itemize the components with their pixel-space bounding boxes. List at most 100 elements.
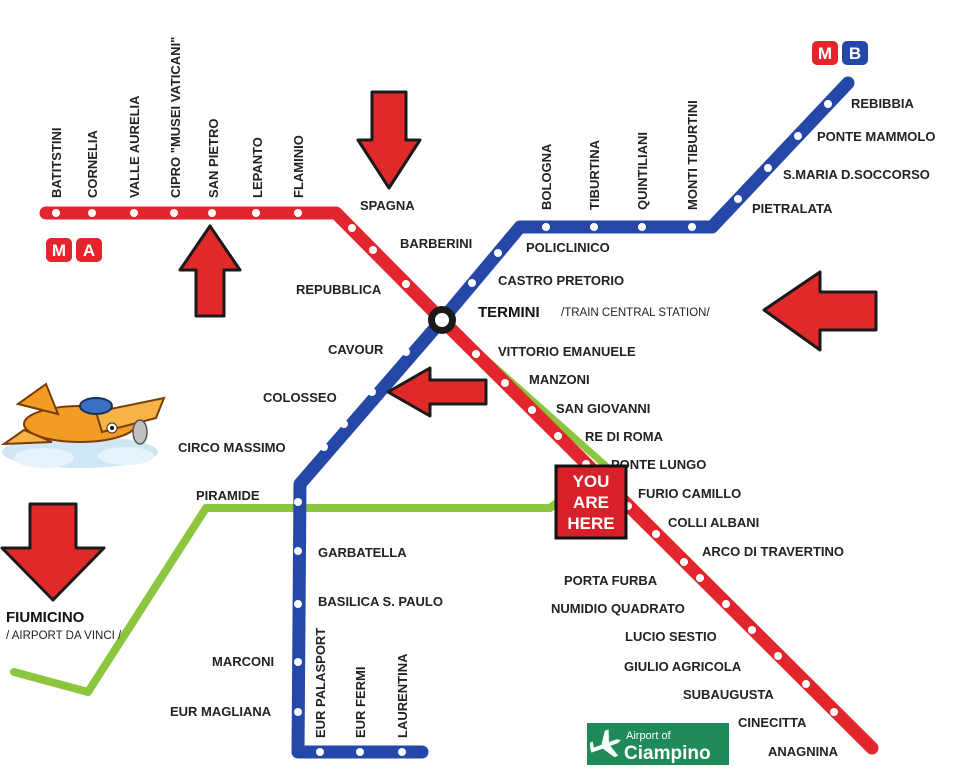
station-label-piramide: PIRAMIDE [196,488,260,503]
station-dot[interactable] [356,748,364,756]
you-are-here-badge: YOU ARE HERE [554,464,628,540]
station-label-cipro: CIPRO "MUSEI VATICANI" [168,37,183,198]
line-b-north-labels: BOLOGNA TIBURTINA QUINTILIANI MONTI TIBU… [539,100,700,210]
station-label-vittorio-emanuele: VITTORIO EMANUELE [498,344,636,359]
station-label-bologna: BOLOGNA [539,143,554,210]
arrow-down-icon [356,90,422,190]
station-label-barberini: BARBERINI [400,236,472,251]
station-dot[interactable] [208,209,216,217]
station-dot[interactable] [340,420,348,428]
station-dot[interactable] [542,223,550,231]
station-dot[interactable] [494,249,502,257]
station-dot[interactable] [130,209,138,217]
line-b-northeast-labels: REBIBBIA PONTE MAMMOLO S.MARIA D.SOCCORS… [752,96,935,216]
station-label-policlinico: POLICLINICO [526,240,610,255]
station-label-manzoni: MANZONI [529,372,590,387]
metro-line-b [291,76,855,759]
station-label-valle-aurelia: VALLE AURELIA [127,95,142,198]
station-dot[interactable] [794,132,802,140]
line-b-terminal-labels: EUR PALASPORT EUR FERMI LAURENTINA [313,628,410,738]
red-arrow-icons [0,90,878,602]
metro-a-logo-m: M [52,241,66,260]
station-dot[interactable] [722,600,730,608]
station-dot[interactable] [402,348,410,356]
metro-a-logo-letter: A [83,241,95,260]
arrow-left-icon [762,270,878,352]
arrow-left-icon [386,366,488,418]
termini-hub-inner [435,313,449,327]
station-dot[interactable] [472,350,480,358]
station-dot[interactable] [554,432,562,440]
station-dot[interactable] [369,246,377,254]
station-dot[interactable] [830,708,838,716]
station-dot[interactable] [348,224,356,232]
station-label-rebibbia: REBIBBIA [851,96,914,111]
station-dot[interactable] [802,680,810,688]
station-dot[interactable] [638,223,646,231]
you-are-here-line2: ARE [573,493,609,512]
station-dot[interactable] [824,100,832,108]
station-dot[interactable] [170,209,178,217]
station-label-eur-magliana: EUR MAGLIANA [170,704,272,719]
station-dot[interactable] [294,600,302,608]
line-b-south-labels: CAVOUR COLOSSEO CIRCO MASSIMO PIRAMIDE G… [170,342,443,719]
station-dot[interactable] [368,388,376,396]
station-dot[interactable] [52,209,60,217]
station-dot[interactable] [294,658,302,666]
station-label-tiburtina: TIBURTINA [587,139,602,210]
metro-b-logo-letter: B [849,44,861,63]
station-dot[interactable] [590,223,598,231]
line-b-south-stops [294,348,410,756]
station-label-termini: TERMINI [478,304,540,321]
station-label-ponte-mammolo: PONTE MAMMOLO [817,129,935,144]
station-label-cinecitta: CINECITTA [738,715,807,730]
you-are-here-line3: HERE [567,514,614,533]
station-label-pietralata: PIETRALATA [752,201,833,216]
station-dot[interactable] [294,708,302,716]
station-label-s-maria-soccorso: S.MARIA D.SOCCORSO [783,167,930,182]
station-label-furio-camillo: FURIO CAMILLO [638,486,741,501]
station-dot[interactable] [680,558,688,566]
station-dot[interactable] [316,748,324,756]
station-dot[interactable] [774,652,782,660]
station-dot[interactable] [528,406,536,414]
station-label-castro-pretorio: CASTRO PRETORIO [498,273,624,288]
station-dot[interactable] [696,574,704,582]
station-dot[interactable] [652,530,660,538]
station-label-flaminio: FLAMINIO [291,135,306,198]
center-labels: SPAGNA BARBERINI REPUBBLICA POLICLINICO … [296,198,710,321]
station-label-ponte-lungo: PONTE LUNGO [611,457,706,472]
station-dot[interactable] [88,209,96,217]
station-dot[interactable] [402,280,410,288]
station-dot[interactable] [294,498,302,506]
line-a-south-stops [472,350,838,716]
station-dot[interactable] [764,164,772,172]
station-dot[interactable] [748,626,756,634]
station-label-repubblica: REPUBBLICA [296,282,382,297]
station-label-spagna: SPAGNA [360,198,415,213]
station-label-arco-di-travertino: ARCO DI TRAVERTINO [702,544,844,559]
station-label-giulio-agricola: GIULIO AGRICOLA [624,659,742,674]
station-dot[interactable] [501,379,509,387]
station-dot[interactable] [294,209,302,217]
station-dot[interactable] [688,223,696,231]
airplane-icon [589,729,621,758]
station-dot[interactable] [252,209,260,217]
station-dot[interactable] [294,547,302,555]
station-label-laurentina: LAURENTINA [395,653,410,738]
station-dot[interactable] [734,195,742,203]
fiumicino-label-group: FIUMICINO / AIRPORT DA VINCI / [6,609,122,642]
station-dot[interactable] [398,748,406,756]
fiumicino-airport-note: / AIRPORT DA VINCI / [6,630,122,642]
station-label-numidio-quadrato: NUMIDIO QUADRATO [551,601,685,616]
station-label-cornelia: CORNELIA [85,130,100,199]
termini-train-station-note: /TRAIN CENTRAL STATION/ [561,307,710,319]
metro-a-logo: M A [46,238,102,262]
station-label-eur-palasport: EUR PALASPORT [313,628,328,738]
station-label-basilica-s-paulo: BASILICA S. PAULO [318,594,443,609]
line-a-center-stops [348,224,410,288]
station-label-subaugusta: SUBAUGUSTA [683,687,774,702]
station-dot[interactable] [468,279,476,287]
station-dot[interactable] [320,443,328,451]
